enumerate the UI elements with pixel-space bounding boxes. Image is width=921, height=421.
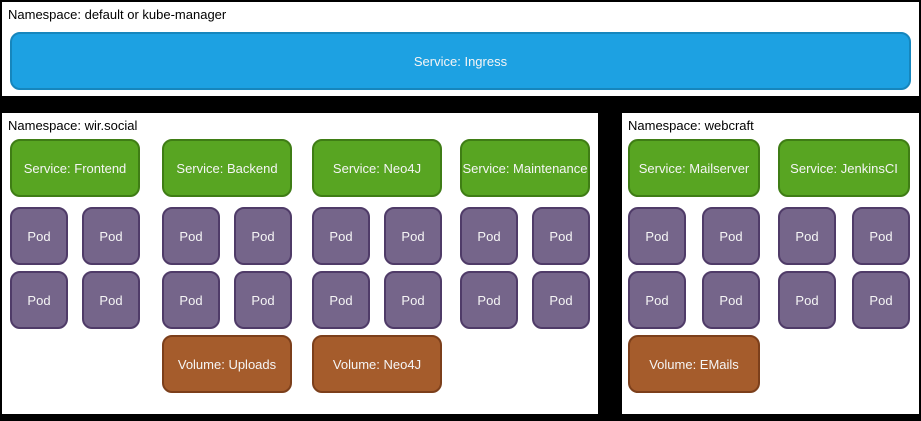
service-mailserver-box: Service: Mailserver	[628, 139, 760, 197]
pod-box: Pod	[312, 207, 370, 265]
pod-row: Pod Pod	[460, 207, 590, 265]
service-ingress-box: Service: Ingress	[10, 32, 911, 90]
pod-box: Pod	[82, 207, 140, 265]
pod-row: Pod Pod	[10, 207, 140, 265]
service-backend-box: Service: Backend	[162, 139, 292, 197]
service-frontend-box: Service: Frontend	[10, 139, 140, 197]
pod-box: Pod	[778, 207, 836, 265]
pod-row: Pod Pod	[778, 207, 910, 265]
mailserver-column: Service: Mailserver Pod Pod Pod Pod Volu…	[628, 139, 760, 393]
pod-row: Pod Pod	[628, 207, 760, 265]
pod-box: Pod	[10, 207, 68, 265]
pod-box: Pod	[852, 271, 910, 329]
pod-box: Pod	[10, 271, 68, 329]
pod-box: Pod	[778, 271, 836, 329]
pod-row: Pod Pod	[312, 271, 442, 329]
namespace-wir-social-section: Namespace: wir.social Service: Frontend …	[0, 111, 600, 416]
pod-box: Pod	[460, 207, 518, 265]
pod-box: Pod	[312, 271, 370, 329]
volume-emails-box: Volume: EMails	[628, 335, 760, 393]
pod-box: Pod	[852, 207, 910, 265]
service-maintenance-box: Service: Maintenance	[460, 139, 590, 197]
service-jenkinsci-box: Service: JenkinsCI	[778, 139, 910, 197]
neo4j-column: Service: Neo4J Pod Pod Pod Pod Volume: N…	[312, 139, 442, 393]
frontend-column: Service: Frontend Pod Pod Pod Pod	[10, 139, 140, 335]
pod-box: Pod	[234, 207, 292, 265]
pod-row: Pod Pod	[778, 271, 910, 329]
pod-box: Pod	[628, 271, 686, 329]
pod-box: Pod	[162, 207, 220, 265]
namespace-webcraft-section: Namespace: webcraft Service: Mailserver …	[620, 111, 921, 416]
pod-box: Pod	[702, 271, 760, 329]
namespace-label: Namespace: wir.social	[8, 118, 138, 133]
jenkinsci-column: Service: JenkinsCI Pod Pod Pod Pod	[778, 139, 910, 335]
volume-neo4j-box: Volume: Neo4J	[312, 335, 442, 393]
pod-box: Pod	[628, 207, 686, 265]
volume-uploads-box: Volume: Uploads	[162, 335, 292, 393]
pod-row: Pod Pod	[312, 207, 442, 265]
pod-box: Pod	[532, 271, 590, 329]
pod-box: Pod	[460, 271, 518, 329]
pod-box: Pod	[82, 271, 140, 329]
pod-row: Pod Pod	[162, 207, 292, 265]
pod-row: Pod Pod	[162, 271, 292, 329]
pod-box: Pod	[702, 207, 760, 265]
pod-row: Pod Pod	[460, 271, 590, 329]
pod-box: Pod	[234, 271, 292, 329]
pod-box: Pod	[162, 271, 220, 329]
namespace-label: Namespace: webcraft	[628, 118, 754, 133]
backend-column: Service: Backend Pod Pod Pod Pod Volume:…	[162, 139, 292, 393]
pod-row: Pod Pod	[10, 271, 140, 329]
pod-row: Pod Pod	[628, 271, 760, 329]
pod-box: Pod	[532, 207, 590, 265]
service-neo4j-box: Service: Neo4J	[312, 139, 442, 197]
maintenance-column: Service: Maintenance Pod Pod Pod Pod	[460, 139, 590, 335]
pod-box: Pod	[384, 207, 442, 265]
namespace-default-section: Namespace: default or kube-manager Servi…	[0, 0, 921, 98]
namespace-label: Namespace: default or kube-manager	[8, 7, 227, 22]
pod-box: Pod	[384, 271, 442, 329]
